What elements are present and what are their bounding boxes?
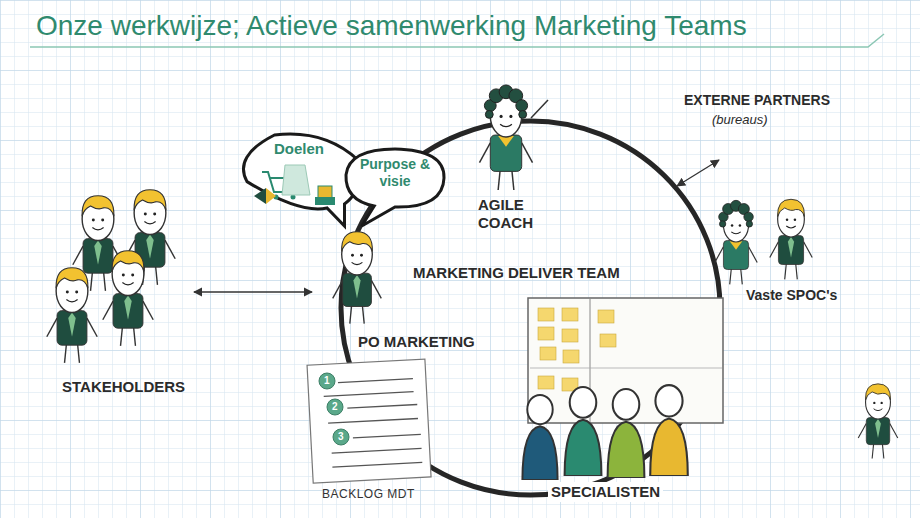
drawing-part	[770, 199, 812, 279]
stakeholder-figures	[47, 190, 175, 363]
specialist-figures	[522, 385, 687, 480]
drawing-part	[600, 334, 616, 347]
caption-label: BACKLOG MDT	[322, 487, 415, 501]
drawing-part	[538, 376, 554, 389]
drawing-part	[327, 399, 343, 415]
group-label: STAKEHOLDERS	[62, 378, 185, 396]
node-text: MARKETING DELIVER TEAM	[413, 264, 620, 282]
drawing-part	[565, 387, 602, 476]
drawing-part	[103, 251, 153, 346]
drawing-part	[531, 100, 548, 118]
drawing-part	[538, 327, 554, 340]
drawing-part	[530, 368, 722, 369]
drawing-part	[353, 434, 421, 438]
drawing-part	[608, 389, 645, 478]
drawing-part	[562, 329, 578, 342]
drawing-part	[254, 188, 266, 204]
drawing-part	[522, 395, 557, 480]
drawing-part	[47, 268, 97, 363]
drawing-part	[315, 197, 335, 205]
drawing-part	[323, 378, 422, 467]
callout-number: 3	[338, 431, 344, 443]
outline	[346, 149, 444, 226]
spoc-figures	[715, 199, 812, 284]
callout-number: 2	[332, 401, 338, 413]
stakeholder-arrow	[194, 291, 312, 292]
group-label: EXTERNE PARTNERS	[684, 92, 830, 109]
drawing-part	[538, 308, 616, 391]
node-text: Purpose & visie	[355, 156, 435, 190]
drawing-part	[540, 347, 556, 360]
drawing-part	[347, 405, 417, 409]
note-label: (bureaus)	[712, 112, 768, 128]
group-label: Vaste SPOC's	[746, 287, 837, 304]
drawing-part	[715, 200, 757, 284]
drawing-part	[650, 385, 688, 476]
role-label: AGILE COACH	[478, 196, 556, 232]
drawing-part	[562, 308, 578, 321]
drawing-part	[324, 392, 414, 397]
drawing-part	[563, 350, 579, 363]
node-text: Doelen	[274, 140, 324, 158]
drawing-part	[319, 373, 335, 389]
drawing-part	[318, 186, 332, 198]
drawing-part	[282, 165, 310, 195]
drawing-part	[307, 359, 431, 483]
callout-number: 1	[324, 375, 330, 387]
drawing-part	[338, 379, 413, 383]
drawing-part	[266, 188, 276, 204]
drawing-part	[598, 310, 614, 323]
drawing-part	[479, 85, 532, 190]
po-figure	[333, 232, 382, 324]
partner-arrow	[677, 160, 719, 186]
role-label: PO MARKETING	[358, 333, 475, 351]
backlog-bullets	[319, 373, 349, 445]
drawing-part	[328, 418, 418, 423]
drawing-part	[332, 462, 422, 467]
backlog-sheet	[307, 359, 431, 483]
drawing-part	[333, 429, 349, 445]
title: Onze werkwijze; Actieve samenwerking Mar…	[36, 9, 747, 43]
agile-coach-figure	[479, 85, 548, 190]
drawing-part	[538, 308, 554, 321]
lone-figure	[858, 384, 898, 459]
speech-bubble: Purpose & visie	[343, 146, 447, 210]
outline	[243, 134, 359, 226]
drawing-part	[332, 448, 422, 453]
group-label: SPECIALISTEN	[548, 482, 663, 502]
